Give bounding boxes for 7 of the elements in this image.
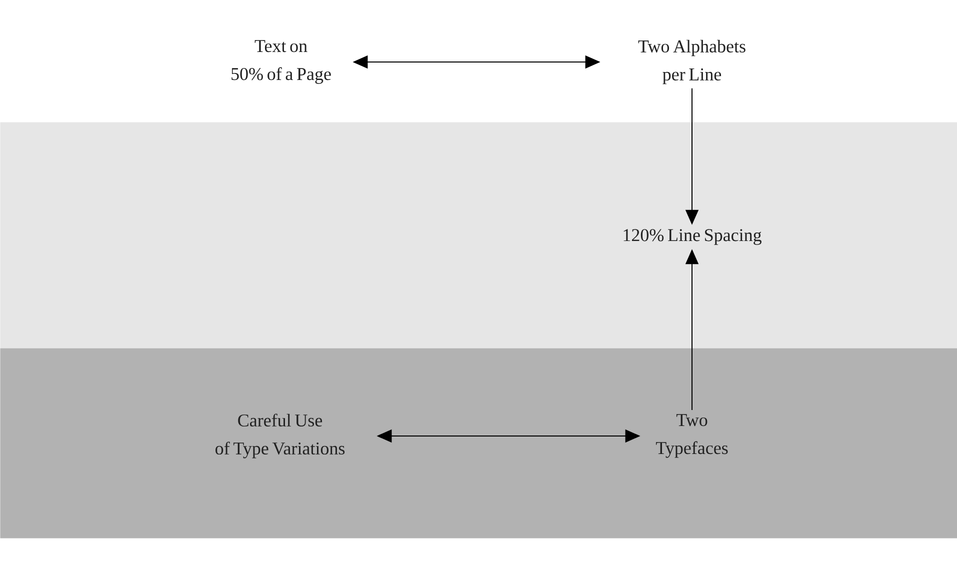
text-label: Text on 50% of a Page <box>232 40 331 84</box>
text-label: 120% Line Spacing <box>624 229 762 245</box>
band-background <box>0 348 957 538</box>
text-label: Two Alphabets per Line <box>638 40 746 84</box>
text-label: Careful Use of Type Variations <box>216 414 345 458</box>
text-label: Two Typefaces <box>656 414 728 458</box>
band-background <box>0 122 957 348</box>
